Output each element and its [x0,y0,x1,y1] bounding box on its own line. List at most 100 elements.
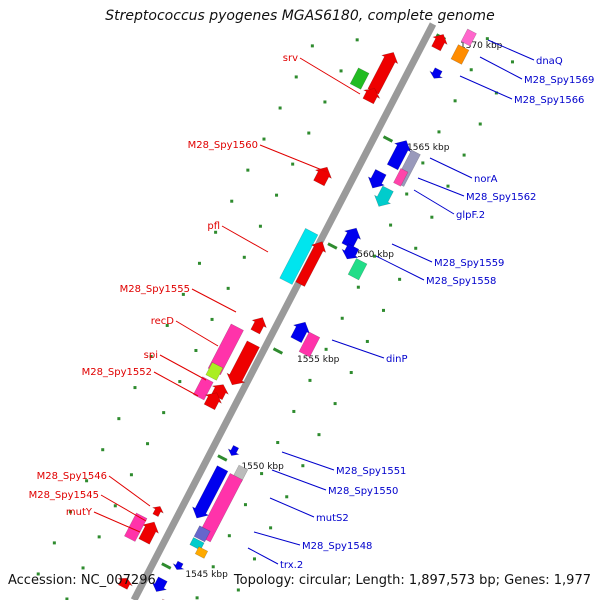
gene-arrow[interactable] [365,48,401,95]
gene-labels: srvM28_Spy1560pflM28_Spy1555recDspiM28_S… [29,53,595,571]
gene-arrow-shape [172,560,185,570]
ring-dot [301,464,305,468]
ring-dot [485,37,489,41]
ring-dot [276,441,280,445]
left-gene-label[interactable]: srv [283,53,298,64]
gene-arrow[interactable] [150,504,165,518]
ring-dot [510,60,514,64]
gene-box[interactable] [450,44,470,65]
gene-arrow-shape [341,243,360,260]
gene-box[interactable] [349,67,370,90]
map-title: Streptococcus pyogenes MGAS6180, complet… [105,8,495,24]
gene-arrow-shape [203,392,222,411]
right-gene-label[interactable]: dinP [386,354,408,365]
right-gene-label[interactable]: dnaQ [536,56,563,67]
right-gene-label[interactable]: M28_Spy1551 [336,466,406,477]
gene-arrow[interactable] [288,318,313,344]
ring-dot [333,402,337,406]
gene-box-shape [460,28,477,47]
gene-arrow[interactable] [201,389,224,411]
left-gene-label[interactable]: recD [151,316,175,327]
gene-arrow-shape [341,227,362,249]
gene-arrow[interactable] [136,518,162,546]
ring-dot [278,106,282,110]
gene-box-shape [393,168,409,187]
ring-dot [227,534,231,538]
ring-dot [197,261,201,265]
gene-box-shape [194,546,209,559]
gene-arrow-shape [367,52,399,95]
ring-dot [214,230,218,234]
right-label-leader [479,56,523,80]
right-gene-label[interactable]: M28_Spy1548 [302,541,372,552]
left-gene-label[interactable]: spi [144,350,158,361]
gene-arrow[interactable] [226,444,241,458]
gene-box[interactable] [124,512,148,542]
left-gene-label[interactable]: mutY [66,507,93,518]
gene-arrow[interactable] [293,238,329,288]
gene-box[interactable] [460,28,477,47]
left-gene-label[interactable]: M28_Spy1555 [120,284,190,295]
ring-dot [340,316,344,320]
right-gene-label[interactable]: M28_Spy1566 [514,95,584,106]
left-gene-label[interactable]: M28_Spy1546 [37,471,107,482]
gene-arrow[interactable] [429,31,451,53]
left-gene-label[interactable]: M28_Spy1552 [82,367,152,378]
right-gene-label[interactable]: glpF.2 [456,210,485,221]
ring-dot [430,215,434,219]
right-gene-label[interactable]: M28_Spy1550 [328,486,398,497]
right-gene-label[interactable]: trx.2 [280,560,303,571]
gene-arrow-shape [374,185,394,207]
ring-dot [324,347,328,351]
gene-box-shape [347,258,368,281]
gene-box-shape [205,362,224,381]
gene-box[interactable] [393,168,409,187]
left-gene-label[interactable]: M28_Spy1545 [29,490,99,501]
gene-arrow[interactable] [360,85,382,106]
gene-arrow[interactable] [371,185,396,211]
coordinate-tick [217,454,228,462]
gene-arrow[interactable] [171,560,185,573]
left-label-leader [191,288,237,313]
gene-arrow[interactable] [248,314,270,336]
left-gene-label[interactable]: M28_Spy1560 [188,140,258,151]
left-label-leader [93,511,141,533]
ring-dot [258,224,262,228]
ring-dot [85,479,89,483]
gene-arrow[interactable] [149,575,170,595]
gene-arrow[interactable] [223,339,262,389]
right-label-leader [429,157,473,179]
right-gene-label[interactable]: mutS2 [316,513,349,524]
gene-arrow-shape [431,34,448,52]
gene-arrow[interactable] [339,224,364,250]
right-label-leader [417,177,465,197]
ring-dot [285,495,289,499]
gene-box[interactable] [193,525,211,543]
gene-box[interactable] [205,362,224,381]
gene-arrow[interactable] [116,575,135,591]
gene-arrow[interactable] [385,136,415,171]
gene-box[interactable] [189,537,205,551]
gene-arrow-shape [151,576,168,592]
left-label-leader [175,320,219,347]
gene-box[interactable] [298,331,321,358]
gene-box[interactable] [194,546,209,559]
ring-dot [68,510,72,514]
gene-arrow-shape [362,88,381,105]
right-gene-label[interactable]: M28_Spy1559 [434,258,504,269]
right-gene-label[interactable]: M28_Spy1558 [426,276,496,287]
ring-dot [349,371,353,375]
gene-box[interactable] [193,376,214,401]
gene-box[interactable] [347,258,368,281]
gene-arrow[interactable] [365,168,389,192]
right-gene-label[interactable]: norA [474,174,498,185]
left-gene-label[interactable]: pfl [207,221,220,232]
gene-arrow[interactable] [428,66,445,81]
gene-arrow-shape [367,169,387,189]
right-label-leader [459,75,513,100]
right-gene-label[interactable]: M28_Spy1569 [524,75,594,86]
gene-box[interactable] [279,228,319,285]
gene-arrow[interactable] [339,242,361,263]
right-gene-label[interactable]: M28_Spy1562 [466,192,536,203]
gene-arrow[interactable] [189,464,231,522]
